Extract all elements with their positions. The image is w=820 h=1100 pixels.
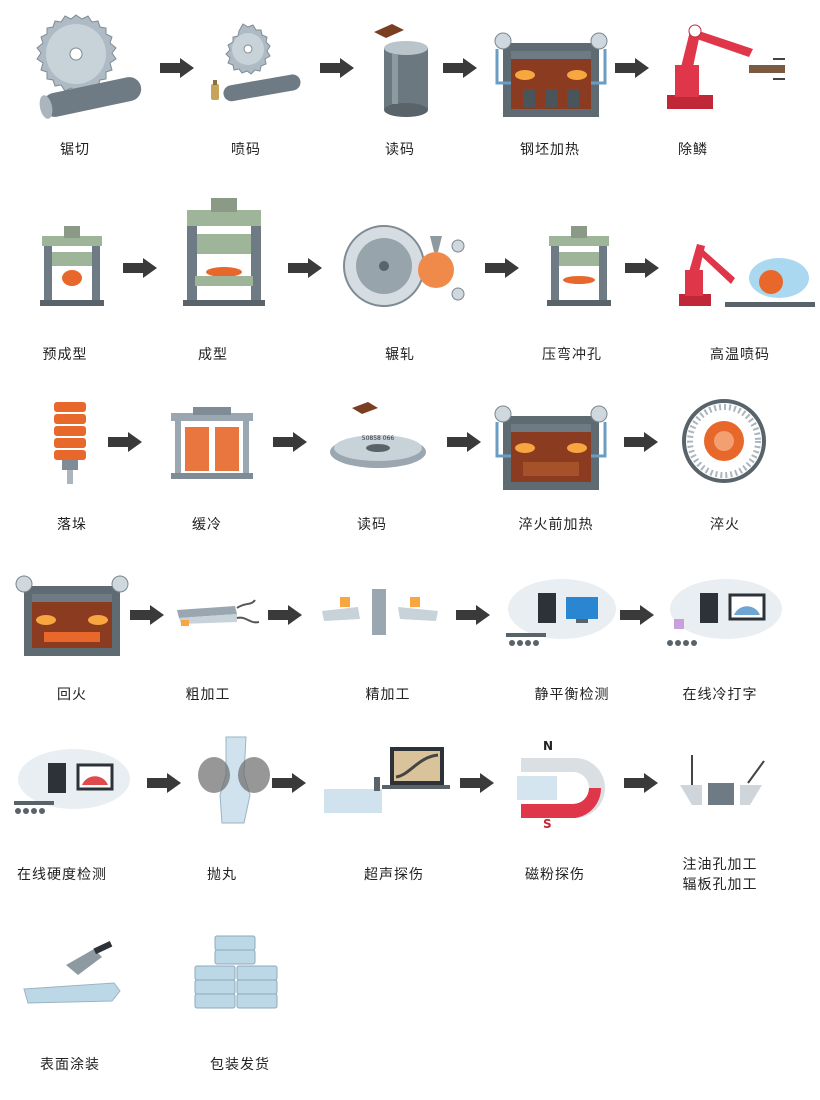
wheel-stack-icon <box>54 402 86 484</box>
arrow-right-icon <box>460 773 494 793</box>
computer-check-icon <box>667 579 782 646</box>
packed-wheels-icon <box>194 935 278 1009</box>
step-label: 锯切 <box>60 142 90 158</box>
finish-machining-icon <box>322 589 438 635</box>
step-label: 高温喷码 <box>710 347 770 363</box>
step-label: 在线冷打字 <box>682 687 758 703</box>
arrow-right-icon <box>620 605 654 625</box>
tempering-furnace-icon <box>15 575 129 656</box>
ultrasonic-icon <box>324 747 450 813</box>
computer-check-icon <box>506 579 616 646</box>
rough-machining-icon <box>177 599 260 626</box>
large-press-icon <box>183 198 265 306</box>
step-label: 除鳞 <box>678 142 708 158</box>
press-icon <box>547 226 611 306</box>
arrow-right-icon <box>624 773 658 793</box>
step-label: 压弯冲孔 <box>542 347 602 363</box>
step-label: 注油孔加工 <box>682 857 758 873</box>
step-label: 缓冷 <box>192 517 222 533</box>
step-label: 辗轧 <box>385 347 415 363</box>
quench-ring-icon <box>682 399 766 483</box>
press-icon <box>40 226 104 306</box>
slow-cooling-pit-icon <box>171 407 253 479</box>
code-reader-icon <box>374 24 428 117</box>
step-label-line2: 辐板孔加工 <box>682 877 758 893</box>
arrow-right-icon <box>485 258 519 278</box>
step-label: 成型 <box>198 347 228 363</box>
saw-cutting-icon <box>36 14 142 119</box>
magnet-south-label: S <box>543 817 552 831</box>
arrow-right-icon <box>615 58 649 78</box>
wheel-code-text: 50858 066 <box>362 435 395 442</box>
arrow-right-icon <box>160 58 194 78</box>
step-label: 包装发货 <box>210 1057 270 1073</box>
arrow-right-icon <box>456 605 490 625</box>
robot-marking-icon <box>679 244 815 307</box>
step-label: 预成型 <box>42 347 88 363</box>
rolling-mill-icon <box>343 225 465 307</box>
step-label: 淬火前加热 <box>518 517 594 533</box>
step-label: 磁粉探伤 <box>525 867 585 883</box>
arrow-right-icon <box>447 432 481 452</box>
arrow-right-icon <box>624 432 658 452</box>
arrow-right-icon <box>147 773 181 793</box>
arrow-right-icon <box>272 773 306 793</box>
shot-blasting-icon <box>198 736 270 824</box>
step-label: 读码 <box>385 142 415 158</box>
arrow-right-icon <box>130 605 164 625</box>
arrow-right-icon <box>273 432 307 452</box>
arrow-right-icon <box>443 58 477 78</box>
magnet-icon: N S <box>517 739 605 831</box>
step-label: 静平衡检测 <box>534 687 610 703</box>
drilling-icon <box>680 755 765 805</box>
brush-coating-icon <box>23 941 121 1004</box>
furnace-icon <box>494 32 608 117</box>
arrow-right-icon <box>123 258 157 278</box>
step-label: 在线硬度检测 <box>17 867 107 883</box>
step-label: 超声探伤 <box>364 867 424 883</box>
spray-marking-icon <box>211 23 301 102</box>
computer-check-icon <box>14 749 130 814</box>
step-label: 淬火 <box>710 517 740 533</box>
step-label: 喷码 <box>231 142 261 158</box>
wheel-code-reader-icon: 50858 066 <box>330 402 426 468</box>
furnace-icon <box>494 405 608 490</box>
step-label: 抛丸 <box>207 867 237 883</box>
arrow-right-icon <box>288 258 322 278</box>
descaling-robot-icon <box>667 24 785 109</box>
arrow-right-icon <box>320 58 354 78</box>
step-label: 回火 <box>57 687 87 703</box>
arrow-right-icon <box>268 605 302 625</box>
step-label: 读码 <box>357 517 387 533</box>
step-label: 粗加工 <box>185 687 231 703</box>
step-label: 表面涂装 <box>40 1057 100 1073</box>
step-label: 精加工 <box>365 687 411 703</box>
arrow-right-icon <box>625 258 659 278</box>
step-label: 钢坯加热 <box>520 142 580 158</box>
step-label: 落垛 <box>57 517 87 533</box>
magnet-north-label: N <box>543 739 553 753</box>
arrow-right-icon <box>108 432 142 452</box>
